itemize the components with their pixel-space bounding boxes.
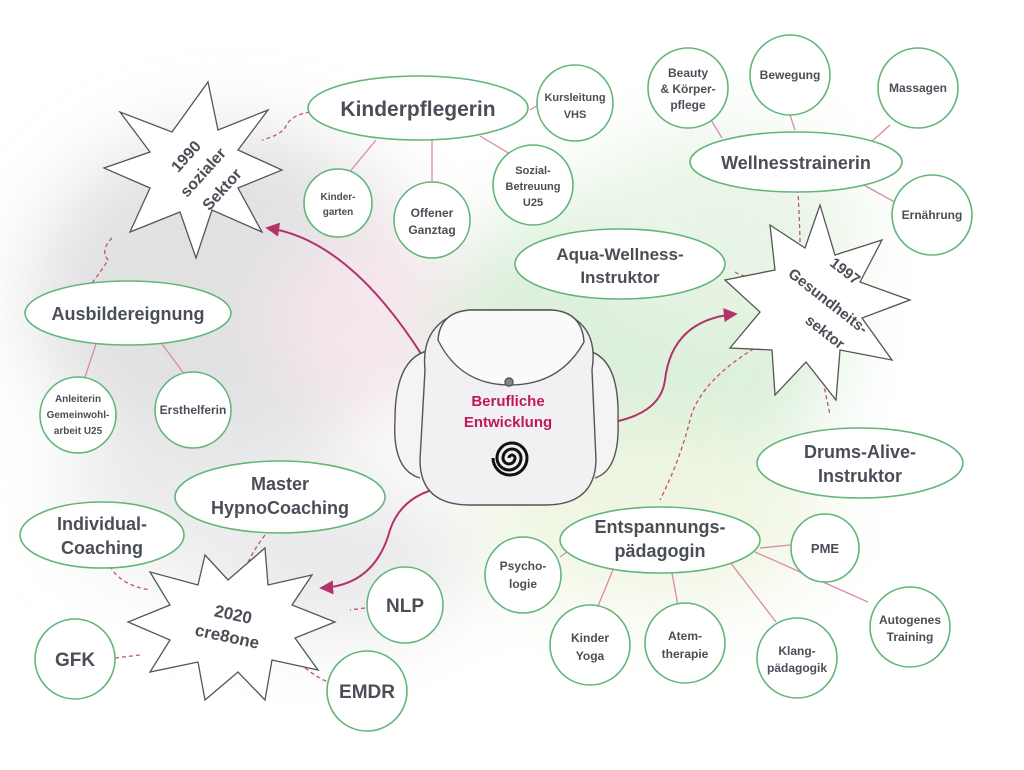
- node-anleiterin-line1: Anleiterin: [55, 394, 101, 405]
- node-drums-alive-line2: Instruktor: [818, 466, 902, 486]
- node-bewegung-label: Bewegung: [760, 68, 821, 82]
- backpack-illustration: [394, 309, 619, 506]
- node-wellnesstrainerin: Wellnesstrainerin: [689, 131, 903, 193]
- node-psycho-line2: logie: [509, 577, 537, 591]
- node-drums-alive: Drums-Alive- Instruktor: [756, 427, 964, 499]
- node-drums-alive-line1: Drums-Alive-: [804, 442, 916, 462]
- starburst-2020: 2020 cre8one: [126, 546, 337, 702]
- node-beauty-line3: pflege: [670, 98, 706, 112]
- node-kinder-yoga: Kinder Yoga: [549, 604, 631, 686]
- node-offener-line2: Ganztag: [408, 223, 455, 237]
- node-gfk-label: GFK: [55, 650, 95, 671]
- node-individual-line1: Individual-: [57, 514, 147, 534]
- center-title-line1: Berufliche: [471, 393, 544, 410]
- node-klangpaedagogik: Klang- pädagogik: [756, 617, 838, 699]
- node-beauty-line1: Beauty: [668, 66, 708, 80]
- node-massagen: Massagen: [877, 47, 959, 129]
- node-master-line1: Master: [251, 474, 309, 494]
- node-master-line2: HypnoCoaching: [211, 498, 349, 518]
- node-kursleitung-line1: Kursleitung: [544, 92, 605, 104]
- node-atem-line2: therapie: [662, 647, 709, 661]
- development-arrows: [265, 222, 738, 595]
- node-ausbildereignung: Ausbildereignung: [24, 280, 232, 346]
- node-emdr: EMDR: [326, 650, 408, 732]
- center-title-line2: Entwicklung: [464, 414, 552, 431]
- node-kinderyoga-line1: Kinder: [571, 631, 609, 645]
- node-sozial-line3: U25: [523, 197, 543, 209]
- node-entsp-line1: Entspannungs-: [595, 517, 726, 537]
- node-nlp-label: NLP: [386, 596, 424, 617]
- spiral-icon: [491, 441, 529, 477]
- node-kinderpflegerin-label: Kinderpflegerin: [340, 98, 495, 121]
- node-nlp: NLP: [366, 566, 444, 644]
- node-wellnesstrainerin-label: Wellnesstrainerin: [721, 153, 871, 173]
- starburst-1990: 1990 sozialer Sektor: [102, 80, 284, 261]
- node-psychologie: Psycho- logie: [484, 536, 562, 614]
- node-pme-label: PME: [811, 541, 840, 556]
- node-kursleitung: Kursleitung VHS: [536, 64, 614, 142]
- node-autogenes-training: Autogenes Training: [869, 586, 951, 668]
- node-aqua-wellness-line1: Aqua-Wellness-: [556, 245, 683, 264]
- node-klang-line2: pädagogik: [767, 661, 827, 675]
- node-aqua-wellness: Aqua-Wellness- Instruktor: [514, 228, 726, 300]
- node-kinderyoga-line2: Yoga: [576, 649, 605, 663]
- node-ernaehrung: Ernährung: [891, 174, 973, 256]
- node-ersthelferin: Ersthelferin: [154, 371, 232, 449]
- node-atemtherapie: Atem- therapie: [644, 602, 726, 684]
- node-sozial-line2: Betreuung: [506, 181, 561, 193]
- node-psycho-line1: Psycho-: [500, 559, 547, 573]
- node-ausbildereignung-label: Ausbildereignung: [52, 304, 205, 324]
- node-kindergarten-line1: Kinder-: [321, 192, 356, 203]
- node-ernaehrung-label: Ernährung: [902, 208, 963, 222]
- node-entspannungspaedagogin: Entspannungs- pädagogin: [559, 506, 761, 574]
- node-kindergarten-line2: garten: [323, 207, 354, 218]
- node-bewegung: Bewegung: [749, 34, 831, 116]
- node-autogenes-line2: Training: [887, 630, 934, 644]
- node-aqua-wellness-line2: Instruktor: [580, 268, 660, 287]
- starburst-1997: 1997 Gesundheits- sektor: [723, 202, 912, 402]
- node-emdr-label: EMDR: [339, 682, 395, 703]
- node-anleiterin-line3: arbeit U25: [54, 426, 103, 437]
- node-ersthelferin-label: Ersthelferin: [160, 403, 227, 417]
- node-sozial-line1: Sozial-: [515, 165, 551, 177]
- node-klang-line1: Klang-: [778, 644, 815, 658]
- node-master-hypnocoaching: Master HypnoCoaching: [174, 460, 386, 534]
- node-pme: PME: [790, 513, 860, 583]
- node-autogenes-line1: Autogenes: [879, 613, 941, 627]
- node-massagen-label: Massagen: [889, 81, 947, 95]
- node-individual-line2: Coaching: [61, 538, 143, 558]
- node-sozial-betreuung: Sozial- Betreuung U25: [492, 144, 574, 226]
- node-individual-coaching: Individual- Coaching: [19, 501, 185, 569]
- node-offener-line1: Offener: [411, 206, 454, 220]
- node-anleiterin: Anleiterin Gemeinwohl- arbeit U25: [39, 376, 117, 454]
- node-atem-line1: Atem-: [668, 629, 702, 643]
- node-kursleitung-line2: VHS: [564, 109, 587, 121]
- node-kindergarten: Kinder- garten: [303, 168, 373, 238]
- node-anleiterin-line2: Gemeinwohl-: [47, 410, 110, 421]
- node-beauty-line2: & Körper-: [660, 82, 715, 96]
- node-gfk: GFK: [34, 618, 116, 700]
- node-offener-ganztag: Offener Ganztag: [393, 181, 471, 259]
- node-entsp-line2: pädagogin: [615, 541, 706, 561]
- node-beauty: Beauty & Körper- pflege: [647, 47, 729, 129]
- node-kinderpflegerin: Kinderpflegerin: [307, 75, 529, 141]
